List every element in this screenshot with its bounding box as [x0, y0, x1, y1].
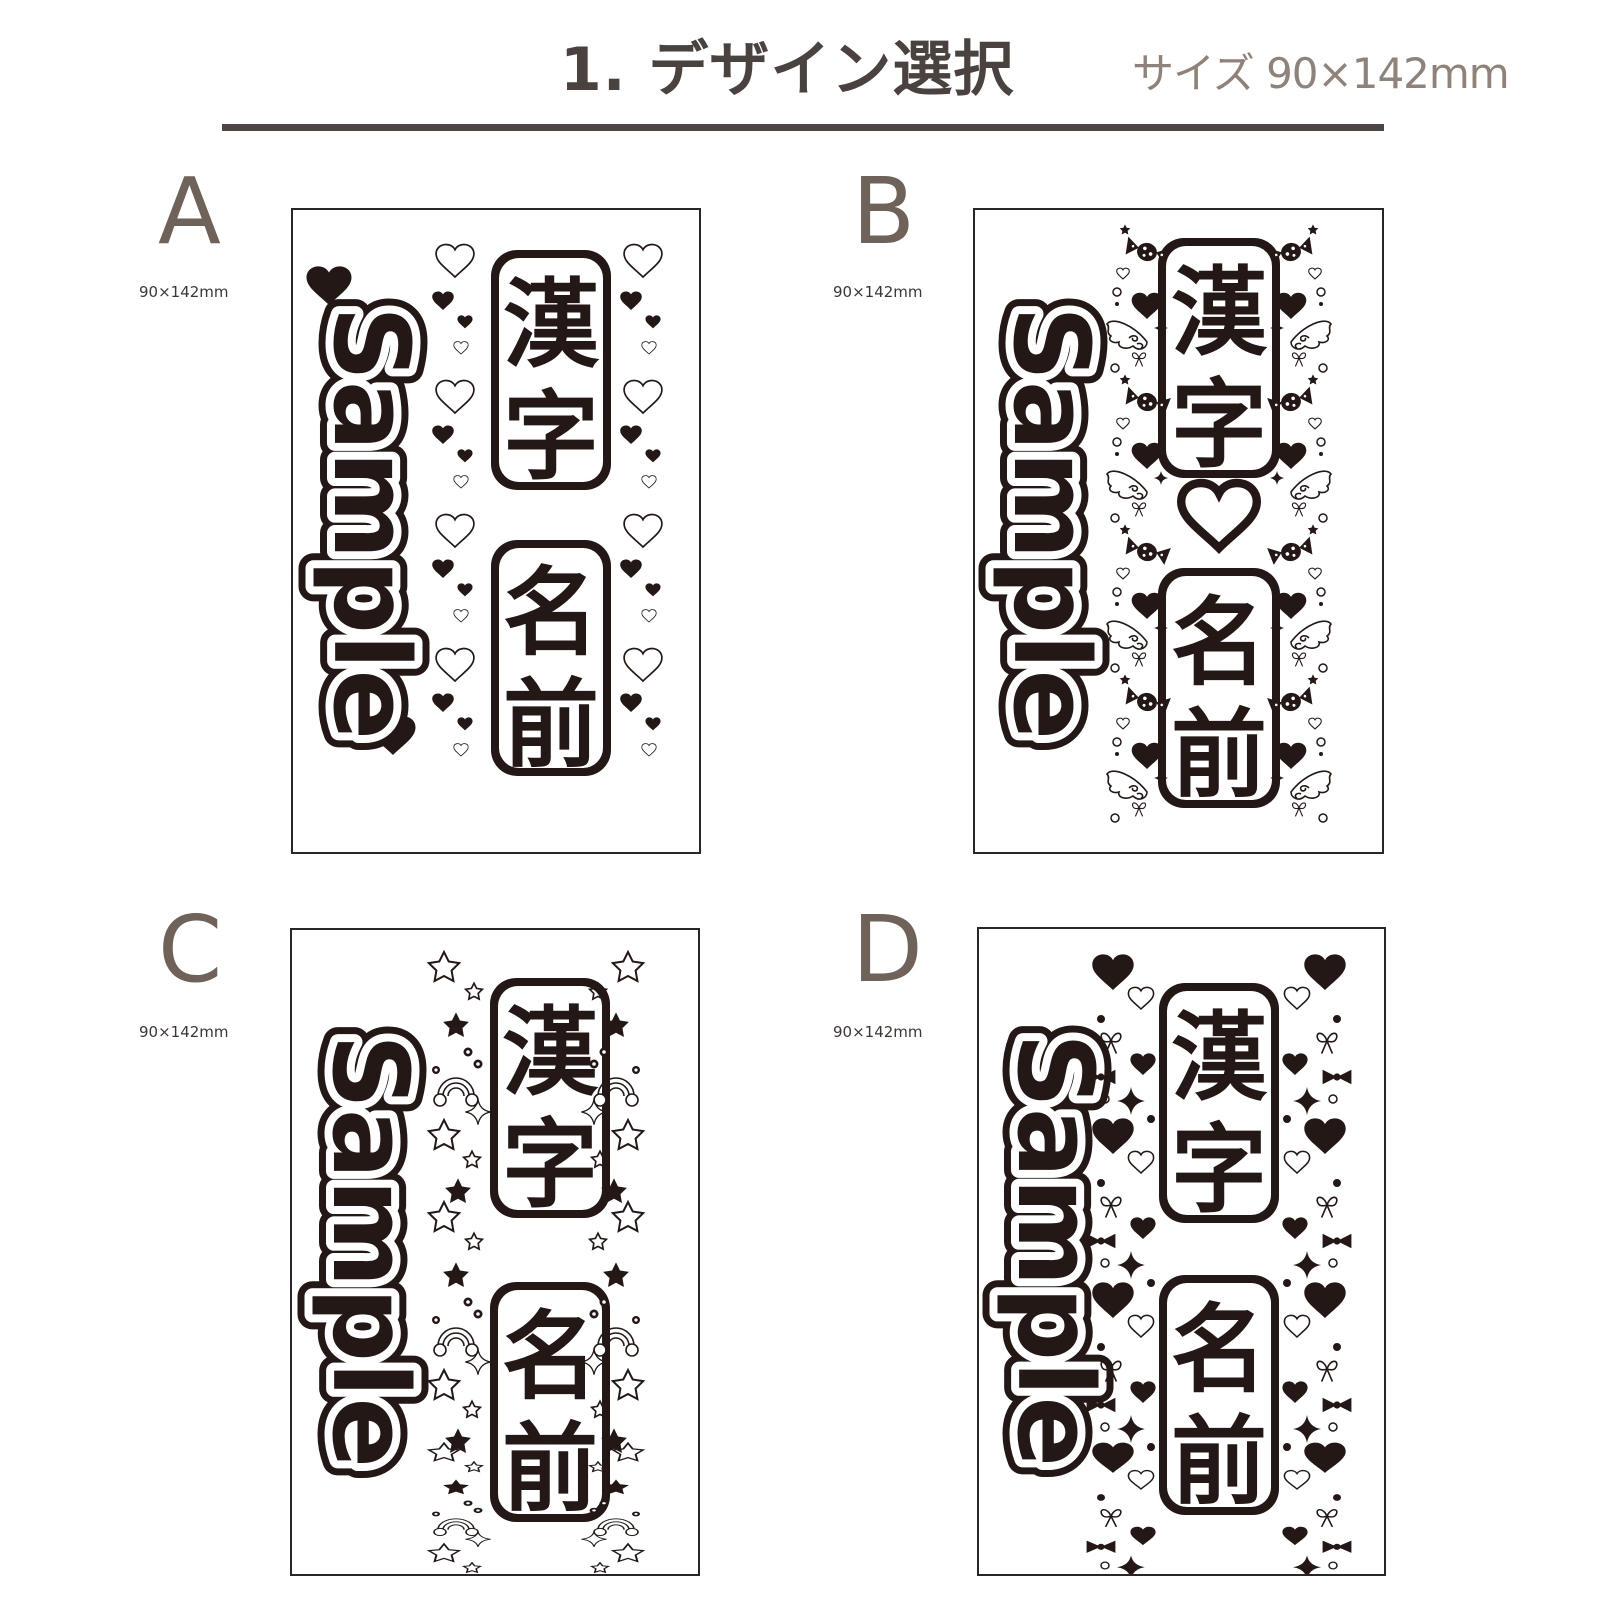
svg-text:前: 前 [1171, 699, 1267, 811]
design-card-a[interactable]: Sample Sample Sample 漢 字 名 前 [291, 208, 701, 854]
svg-text:前: 前 [1171, 1406, 1267, 1518]
design-letter-b: B [852, 158, 916, 265]
svg-text:字: 字 [1171, 1114, 1267, 1226]
svg-text:漢: 漢 [502, 997, 599, 1109]
svg-text:字: 字 [1171, 369, 1267, 481]
svg-text:字: 字 [502, 1109, 598, 1221]
design-card-c[interactable]: Sample Sample Sample 漢 字 名 前 [290, 928, 700, 1576]
svg-text:名: 名 [503, 557, 599, 669]
design-b-artwork: Sample Sample Sample 漢 字 名 前 [975, 210, 1382, 852]
svg-text:前: 前 [502, 1413, 598, 1525]
svg-text:漢: 漢 [503, 269, 600, 381]
svg-text:漢: 漢 [1171, 257, 1268, 369]
svg-text:前: 前 [503, 669, 599, 781]
design-dims-b: 90×142mm [833, 283, 923, 301]
svg-text:Sample: Sample [309, 1034, 431, 1468]
sample-text: Sample [990, 306, 1112, 740]
svg-text:名: 名 [1171, 587, 1267, 699]
design-dims-a: 90×142mm [139, 283, 229, 301]
svg-text:漢: 漢 [1171, 1002, 1268, 1114]
svg-text:Sample: Sample [309, 1034, 431, 1468]
design-letter-d: D [852, 896, 923, 1003]
sample-text: Sample [309, 1034, 431, 1468]
heart-icon [306, 266, 352, 305]
design-dims-d: 90×142mm [833, 1023, 923, 1041]
sample-text-outline: Sample [310, 306, 432, 740]
svg-text:名: 名 [1171, 1294, 1267, 1406]
design-c-artwork: Sample Sample Sample 漢 字 名 前 [294, 930, 698, 1574]
svg-text:Sample: Sample [990, 306, 1112, 740]
svg-text:Sample: Sample [994, 1033, 1116, 1467]
page-title: 1. デザイン選択 [560, 35, 1015, 105]
svg-text:名: 名 [502, 1301, 598, 1413]
svg-text:字: 字 [503, 381, 599, 493]
header-divider [222, 124, 1384, 131]
design-a-artwork: Sample Sample Sample 漢 字 名 前 [295, 210, 699, 781]
design-d-artwork: Sample Sample Sample 漢 字 名 前 [979, 929, 1384, 1574]
design-dims-c: 90×142mm [139, 1023, 229, 1041]
design-letter-c: C [158, 896, 223, 1003]
size-note: サイズ 90×142mm [1132, 49, 1510, 98]
svg-text:Sample: Sample [310, 306, 432, 740]
design-card-b[interactable]: Sample Sample Sample 漢 字 名 前 [973, 208, 1384, 854]
heart-icon [1181, 483, 1257, 548]
sample-text: Sample [994, 1033, 1116, 1467]
design-card-d[interactable]: Sample Sample Sample 漢 字 名 前 [977, 927, 1386, 1576]
svg-text:Sample: Sample [990, 306, 1112, 740]
design-letter-a: A [158, 158, 221, 265]
sample-text: Sample [310, 306, 432, 740]
